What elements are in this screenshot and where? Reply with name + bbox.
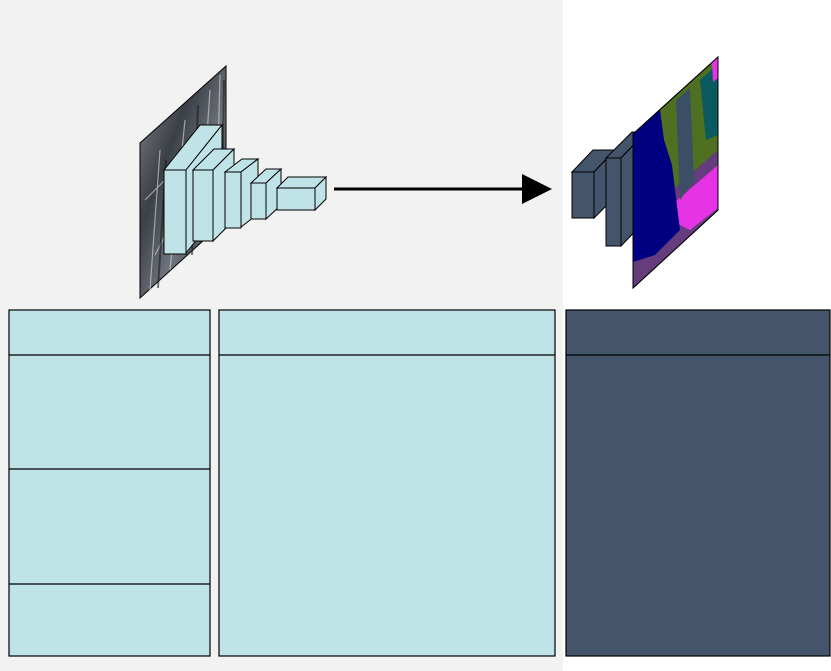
left-panel-box	[8, 309, 211, 657]
encoder-block-5	[275, 175, 328, 212]
middle-panel	[218, 309, 556, 657]
right-panel-box	[565, 309, 831, 657]
left-panel	[8, 309, 211, 657]
encoder-block-3	[223, 157, 260, 229]
right-panel	[565, 309, 831, 657]
encoder-blocks	[162, 123, 328, 255]
middle-panel-box	[218, 309, 556, 657]
output-segmentation-plane	[632, 55, 719, 290]
